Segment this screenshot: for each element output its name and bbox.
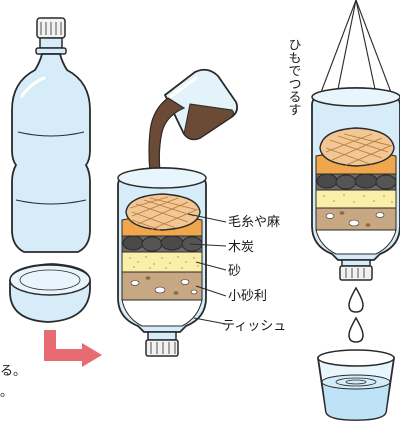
step-arrow (44, 330, 102, 367)
label-tissue: ティッシュ (222, 319, 286, 334)
filter-bottle-middle (117, 167, 207, 357)
label-gravel: 小砂利 (228, 289, 267, 304)
hanging-strings (319, 0, 393, 96)
pouring-cup (163, 68, 239, 141)
water-drops (348, 286, 364, 343)
caption-fragment-1: る。 (0, 364, 26, 379)
leader-lines (187, 213, 227, 325)
label-charcoal: 木炭 (228, 240, 254, 255)
muddy-water-stream (148, 97, 186, 173)
empty-bottle (11, 17, 91, 253)
hang-string-label: ひもでつるす (286, 38, 301, 116)
caption-fragment-2: 。 (0, 385, 13, 400)
clean-water-cup (316, 349, 396, 421)
label-wool: 毛糸や麻 (228, 215, 280, 230)
cut-bottle-bottom (9, 263, 91, 323)
filter-bottle-right (311, 87, 400, 281)
label-sand: 砂 (228, 264, 241, 279)
